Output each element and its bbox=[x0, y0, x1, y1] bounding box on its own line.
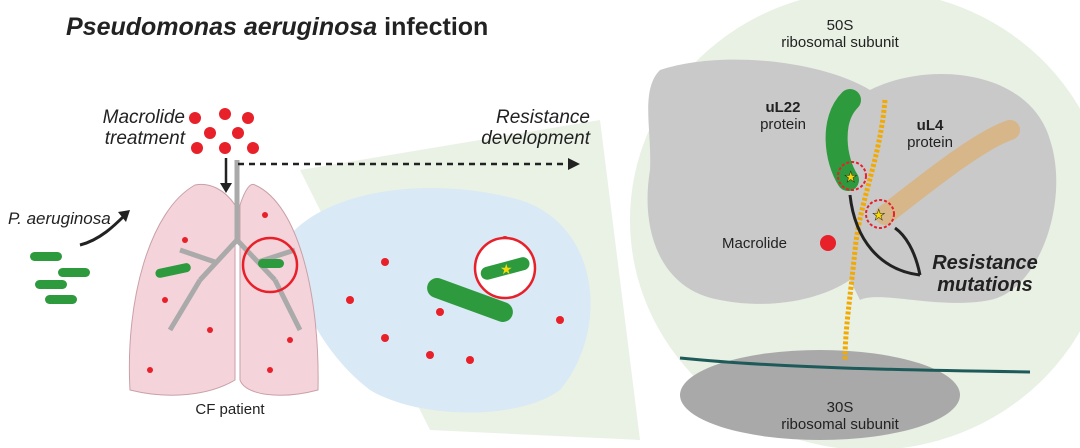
ul4-protein bbox=[875, 120, 1020, 225]
mrna bbox=[679, 356, 1031, 374]
ul22-protein bbox=[825, 89, 861, 191]
ribosome-30s bbox=[680, 350, 960, 440]
macrolide-treatment-icon bbox=[189, 108, 259, 154]
page-title: Pseudomonas aeruginosa infection bbox=[66, 13, 489, 41]
cf-patient-label: CF patient bbox=[195, 401, 265, 418]
svg-text:★: ★ bbox=[844, 169, 857, 186]
lungs-icon bbox=[128, 160, 319, 396]
nascent-peptide bbox=[842, 99, 888, 361]
p-aeruginosa-label: P. aeruginosa bbox=[8, 209, 111, 228]
macrolide-label: Macrolide bbox=[722, 235, 788, 252]
macrolide-dots bbox=[147, 212, 564, 373]
bacteria-icons bbox=[30, 252, 513, 322]
svg-text:★: ★ bbox=[872, 207, 885, 224]
bacteria-zoom-region bbox=[290, 187, 591, 413]
mutation-arrow bbox=[848, 194, 921, 277]
infection-arrow bbox=[79, 213, 127, 247]
svg-text:★: ★ bbox=[500, 261, 513, 277]
magnify-circle bbox=[241, 236, 299, 294]
macrolide-icon bbox=[820, 235, 836, 251]
